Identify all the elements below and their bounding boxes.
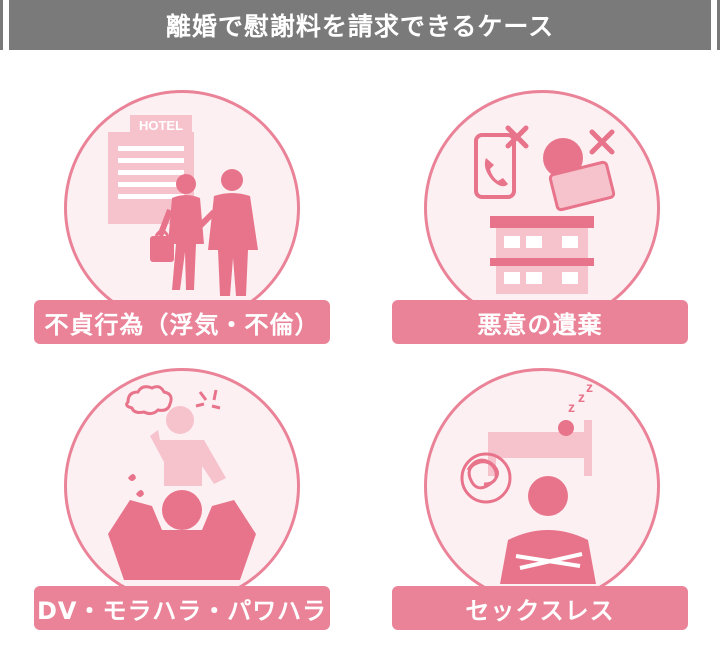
page-header: 離婚で慰謝料を請求できるケース — [9, 0, 711, 50]
case-label-sexless: セックスレス — [392, 586, 688, 630]
case-label-infidelity: 不貞行為（浮気・不倫） — [34, 300, 330, 344]
svg-text:z: z — [586, 379, 593, 395]
case-label-domestic-violence: DV・モラハラ・パワハラ — [34, 586, 330, 630]
hotel-sign-text: HOTEL — [139, 118, 183, 133]
case-label-abandonment: 悪意の遺棄 — [392, 300, 688, 344]
header-edge-left — [0, 0, 3, 50]
header-edge-right — [717, 0, 720, 50]
page-title: 離婚で慰謝料を請求できるケース — [165, 12, 555, 41]
svg-text:z: z — [578, 389, 585, 405]
svg-text:z: z — [568, 399, 575, 415]
